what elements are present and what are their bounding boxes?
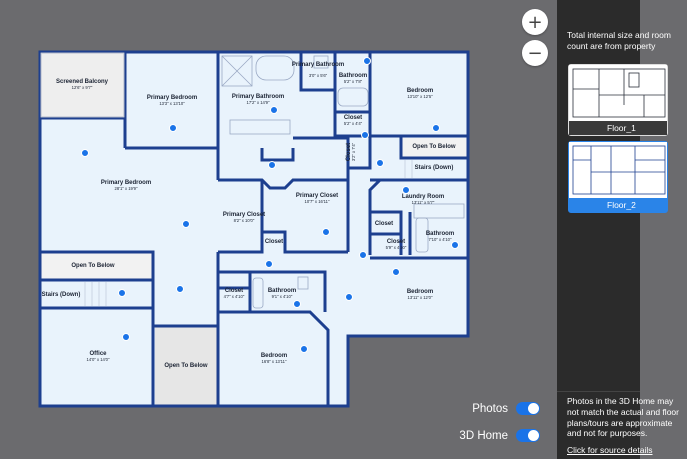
room-dimension: 16'8" x 13'11" xyxy=(262,359,287,364)
stairs xyxy=(84,160,413,306)
3d-home-toggle-row: 3D Home xyxy=(459,429,540,442)
room-dimension: 10'7" x 16'11" xyxy=(305,199,330,204)
room-labels: Screened Balcony 12'6" x 9'7" Primary Be… xyxy=(42,62,456,369)
floor-1-thumbnail xyxy=(569,65,667,121)
plus-icon: + xyxy=(527,11,543,33)
room-label: Office xyxy=(89,351,107,357)
photos-toggle-row: Photos xyxy=(472,402,540,415)
room-label: Laundry Room xyxy=(402,194,444,200)
room-dimension: 5'2" x 4'4" xyxy=(344,121,363,126)
photo-marker[interactable] xyxy=(361,131,369,139)
photo-marker[interactable] xyxy=(293,300,301,308)
room-label: Open To Below xyxy=(71,263,115,269)
floor-plan[interactable]: Screened Balcony 12'6" x 9'7" Primary Be… xyxy=(0,0,557,459)
room-dimension: 12'6" x 9'7" xyxy=(72,85,93,90)
photo-marker[interactable] xyxy=(118,289,126,297)
room-label: Closet xyxy=(265,239,283,245)
room-dimension: 8'2" x 10'0" xyxy=(234,218,255,223)
room-dimension: 5'2" x 7'8" xyxy=(344,79,363,84)
floor-2-thumbnail xyxy=(569,142,667,198)
room-label: Primary Bathroom xyxy=(232,94,284,100)
toggle-knob xyxy=(528,403,539,414)
photo-marker[interactable] xyxy=(432,124,440,132)
photo-marker[interactable] xyxy=(363,57,371,65)
room-label: Screened Balcony xyxy=(56,79,109,85)
room-label: Bathroom xyxy=(426,231,454,237)
photo-marker[interactable] xyxy=(402,186,410,194)
room-label: Primary Bedroom xyxy=(147,95,197,101)
room-label: Bathroom xyxy=(268,288,296,294)
room-label: Bedroom xyxy=(407,289,433,295)
photo-marker[interactable] xyxy=(451,241,459,249)
floorplan-viewer[interactable]: Screened Balcony 12'6" x 9'7" Primary Be… xyxy=(0,0,557,459)
room-dimension: 7'10" x 4'10" xyxy=(429,237,452,242)
room-dimension: 9'1" x 4'10" xyxy=(272,294,293,299)
sidebar-divider xyxy=(557,391,640,392)
size-description: Total internal size and room count are f… xyxy=(567,30,671,51)
floor-2-card[interactable]: Floor_2 xyxy=(568,141,668,213)
photo-marker[interactable] xyxy=(376,159,384,167)
zoom-in-button[interactable]: + xyxy=(522,9,548,35)
floor-1-label: Floor_1 xyxy=(569,121,667,135)
room-label: Closet xyxy=(387,239,405,245)
room-dimension: 5'9" x 4'10" xyxy=(386,245,407,250)
toggle-knob xyxy=(528,430,539,441)
photo-marker[interactable] xyxy=(268,161,276,169)
photo-marker[interactable] xyxy=(169,124,177,132)
room-dimension: 13'3" x 13'10" xyxy=(159,101,185,106)
zoom-out-button[interactable]: − xyxy=(522,40,548,66)
room-dimension: 14'0" x 14'0" xyxy=(87,357,110,362)
room-label: Primary Bathroom xyxy=(292,62,344,68)
room-label: Closet xyxy=(375,221,393,227)
source-details-link[interactable]: Click for source details xyxy=(567,445,653,455)
photos-toggle[interactable] xyxy=(516,402,540,415)
room-label: Primary Closet xyxy=(296,193,338,199)
room-label: Bathroom xyxy=(339,73,367,79)
photo-marker[interactable] xyxy=(300,345,308,353)
room-label: Closet xyxy=(346,143,352,161)
room-dimension: 28'1" x 19'9" xyxy=(115,186,138,191)
room-label: Open To Below xyxy=(164,363,208,369)
disclaimer-note: Photos in the 3D Home may not match the … xyxy=(567,396,679,439)
3d-home-toggle-label: 3D Home xyxy=(459,429,508,442)
room-label: Closet xyxy=(225,288,243,294)
photo-markers[interactable] xyxy=(81,57,459,353)
room-label: Closet xyxy=(344,115,362,121)
room-dimension: 13'11" x 12'0" xyxy=(408,295,433,300)
room-dimension: 13'10" x 12'5" xyxy=(407,94,433,99)
room-label: Primary Closet xyxy=(223,212,265,218)
photo-marker[interactable] xyxy=(392,268,400,276)
3d-home-toggle[interactable] xyxy=(516,429,540,442)
photo-marker[interactable] xyxy=(81,149,89,157)
balcony-fill xyxy=(40,52,125,118)
minus-icon: − xyxy=(527,42,543,64)
room-label: Bedroom xyxy=(261,353,287,359)
room-dimension: 3'2" x 7'4" xyxy=(351,142,356,161)
floor-fill xyxy=(40,52,478,406)
room-label: Primary Bedroom xyxy=(101,180,151,186)
room-dimension: 13'11" x 5'7" xyxy=(412,200,435,205)
floor-1-card[interactable]: Floor_1 xyxy=(568,64,668,136)
photo-marker[interactable] xyxy=(122,333,130,341)
room-label: Open To Below xyxy=(412,144,456,150)
photo-marker[interactable] xyxy=(265,260,273,268)
photo-marker[interactable] xyxy=(359,251,367,259)
photos-toggle-label: Photos xyxy=(472,402,508,415)
photo-marker[interactable] xyxy=(176,285,184,293)
floor-sidebar: Total internal size and room count are f… xyxy=(557,0,679,459)
room-label: Stairs (Down) xyxy=(415,165,454,171)
room-label: Bedroom xyxy=(407,88,433,94)
room-dimension: 3'0" x 5'6" xyxy=(309,73,328,78)
room-dimension: 17'2" x 14'9" xyxy=(247,100,270,105)
walls xyxy=(38,50,470,408)
open-to-below-fill xyxy=(155,326,218,406)
photo-marker[interactable] xyxy=(322,228,330,236)
photo-marker[interactable] xyxy=(270,106,278,114)
floor-2-label: Floor_2 xyxy=(569,198,667,212)
room-label: Stairs (Down) xyxy=(42,292,81,298)
fixtures xyxy=(40,52,465,309)
photo-marker[interactable] xyxy=(345,293,353,301)
photo-marker[interactable] xyxy=(182,220,190,228)
room-dimension: 4'7" x 4'10" xyxy=(224,294,245,299)
